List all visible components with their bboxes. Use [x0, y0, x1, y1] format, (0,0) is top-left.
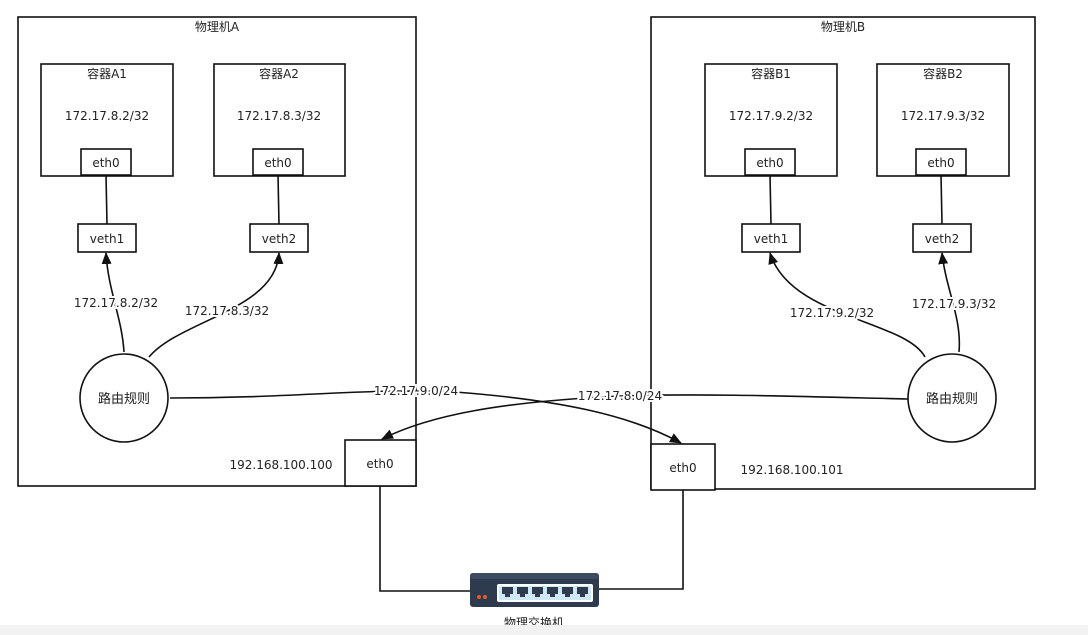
container-a1-ip: 172.17.8.2/32 — [65, 109, 149, 123]
switch-icon — [470, 573, 599, 607]
veth-b2-box — [912, 223, 972, 253]
container-b1-eth0-label: eth0 — [756, 156, 783, 170]
route-a-to-veth1 — [101, 252, 125, 353]
container-a2-name: 容器A2 — [259, 66, 299, 81]
container-b1-name: 容器B1 — [751, 66, 791, 81]
container-b2-eth0-label: eth0 — [927, 156, 954, 170]
container-a1: 容器A1 172.17.8.2/32 eth0 — [40, 63, 174, 177]
container-a1-eth0-box — [80, 148, 132, 176]
router-b-label: 路由规则 — [926, 391, 978, 407]
container-b2-name: 容器B2 — [923, 66, 963, 81]
veth-b2-label: veth2 — [925, 232, 959, 246]
veth-b1-label: veth1 — [754, 232, 788, 246]
route-b2-label: 172.17.9.3/32 — [912, 297, 996, 311]
route-a-to-veth2 — [148, 252, 284, 358]
container-a2-eth0-label: eth0 — [264, 156, 291, 170]
container-a2: 容器A2 172.17.8.3/32 eth0 — [213, 63, 346, 177]
host-b-title: 物理机B — [821, 20, 865, 34]
route-b-to-veth1 — [768, 252, 926, 358]
cross-route-label-2: 172.17.8.0/24 — [578, 389, 662, 403]
host-b-frame — [650, 16, 1036, 490]
host-b-ip: 192.168.100.101 — [740, 463, 843, 477]
route-b1-label: 172.17.9.2/32 — [790, 306, 874, 320]
host-b-eth0-label: eth0 — [669, 461, 696, 475]
cable-host-a-to-switch — [379, 486, 472, 592]
cross-route-label-1: 172.17.9.0/24 — [374, 384, 458, 398]
route-b-to-host-a-eth0 — [381, 394, 909, 440]
veth-a1-box — [77, 223, 137, 253]
route-b-to-veth2 — [938, 252, 961, 353]
veth-b1-box — [741, 223, 801, 253]
link-a2-eth0-veth2 — [277, 174, 280, 225]
bottom-bar — [0, 625, 1088, 635]
host-a-ip: 192.168.100.100 — [229, 458, 332, 472]
container-b2-ip: 172.17.9.3/32 — [901, 109, 985, 123]
link-b2-eth0-veth2 — [940, 174, 943, 225]
container-a1-eth0-label: eth0 — [92, 156, 119, 170]
route-a-to-host-b-eth0 — [169, 390, 682, 444]
router-a-label: 路由规则 — [98, 391, 150, 407]
host-a: 物理机A 容器A1 172.17.8.2/32 eth0 容器A2 172.17… — [17, 16, 417, 487]
container-b2-eth0-box — [915, 148, 967, 176]
container-b1-eth0-box — [744, 148, 796, 176]
container-a2-ip: 172.17.8.3/32 — [237, 109, 321, 123]
router-a-node — [79, 353, 169, 443]
veth-a2-box — [249, 223, 309, 253]
container-b1-ip: 172.17.9.2/32 — [729, 109, 813, 123]
link-a1-eth0-veth1 — [105, 174, 108, 225]
veth-a1-label: veth1 — [90, 232, 124, 246]
container-b1: 容器B1 172.17.9.2/32 eth0 — [704, 63, 838, 177]
veth-a2-label: veth2 — [262, 232, 296, 246]
host-a-frame — [17, 16, 417, 487]
route-a1-label: 172.17.8.2/32 — [74, 296, 158, 310]
host-b: 物理机B 容器B1 172.17.9.2/32 eth0 容器B2 172.17… — [650, 16, 1036, 491]
container-a1-name: 容器A1 — [87, 66, 127, 81]
host-a-eth0-label: eth0 — [366, 457, 393, 471]
container-b2: 容器B2 172.17.9.3/32 eth0 — [876, 63, 1010, 177]
route-a2-label: 172.17.8.3/32 — [185, 304, 269, 318]
router-b-node — [907, 353, 997, 443]
host-a-title: 物理机A — [195, 20, 240, 34]
link-b1-eth0-veth1 — [769, 174, 772, 225]
cable-host-b-to-switch — [598, 490, 684, 590]
